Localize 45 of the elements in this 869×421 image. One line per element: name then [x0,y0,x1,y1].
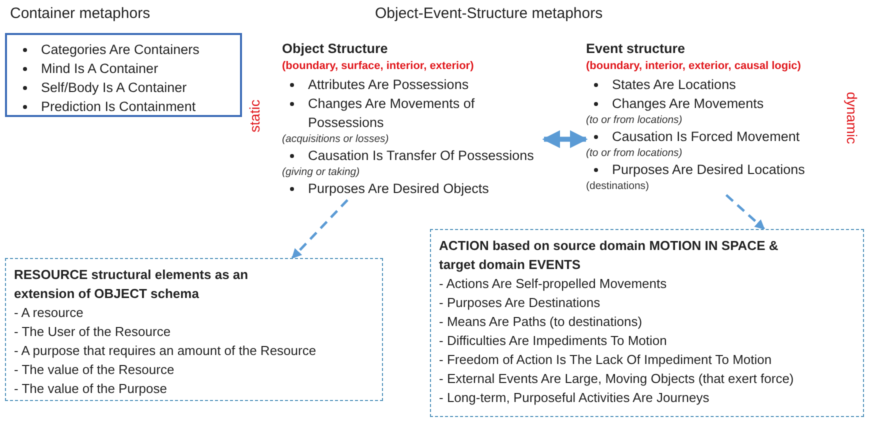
side-label: static [246,100,262,132]
list-item: Attributes Are Possessions [282,75,544,94]
list-item: - A purpose that requires an amount of the Resource [14,342,318,360]
note-text: (destinations) [586,179,650,193]
note-text: (to or from locations) [586,113,684,127]
list-item: - Long-term, Purposeful Activities Are Journeys [439,389,710,407]
dashed-arrow [291,199,348,259]
heading-text: RESOURCE structural elements as an extension of OBJECT schema [14,266,250,303]
heading-text: Object Structure [282,40,389,58]
note-text: (to or from locations) [586,146,684,160]
note-text: (acquisitions or losses) [282,132,390,146]
dashed-box [430,229,864,417]
list-item: Prediction Is Containment [15,97,234,116]
double-arrow [542,130,588,148]
list-item: Purposes Are Desired Objects [282,179,544,198]
list-item: - A resource [14,304,84,322]
list-item: Causation Is Transfer Of Possessions [282,146,544,165]
list-item: - The User of the Resource [14,323,172,341]
section-title: Object-Event-Structure metaphors [375,5,603,22]
subheading-text: (boundary, interior, exterior, causal logic) [586,59,802,74]
section-title: Container metaphors [10,5,150,22]
list-item: - Difficulties Are Impediments To Motion [439,332,668,350]
list-item: - Actions Are Self-propelled Movements [439,275,668,293]
heading-text: ACTION based on source domain MOTION IN SPACE & target domain EVENTS [439,237,780,274]
list-box [5,33,242,117]
list-item: Self/Body Is A Container [15,78,234,97]
list-item: - The value of the Resource [14,361,176,379]
side-label: dynamic [844,92,860,144]
list-item: Mind Is A Container [15,59,234,78]
heading-text: Event structure [586,40,686,58]
list-item: - Means Are Paths (to destinations) [439,313,644,331]
note-text: (giving or taking) [282,165,361,179]
list-item: Changes Are Movements [586,94,841,113]
list-item: States Are Locations [586,75,841,94]
dashed-arrow [725,194,766,230]
subheading-text: (boundary, surface, interior, exterior) [282,59,475,74]
list-item: - External Events Are Large, Moving Objects (that exert force) [439,370,795,388]
dashed-box [5,258,383,401]
list-item: - The value of the Purpose [14,380,168,398]
list-item: Changes Are Movements of Possessions [282,94,544,132]
list-item: Purposes Are Desired Locations [586,160,841,179]
list-item: - Freedom of Action Is The Lack Of Impediment To Motion [439,351,773,369]
list-item: Causation Is Forced Movement [586,127,841,146]
list-item: - Purposes Are Destinations [439,294,602,312]
list-item: Categories Are Containers [15,40,234,59]
